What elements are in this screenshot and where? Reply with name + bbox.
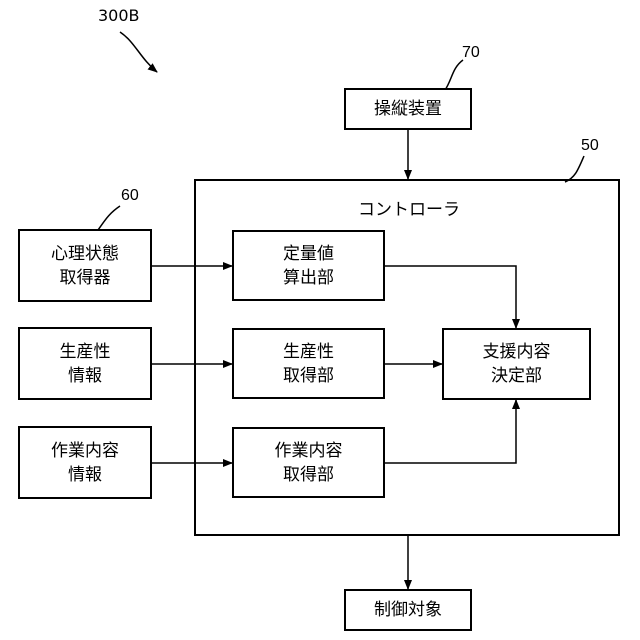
figure-label-pointer — [120, 32, 157, 72]
productivity-info-box: 生産性 情報 — [18, 327, 152, 400]
ref-numeral-70: 70 — [462, 44, 480, 62]
operation-device-label: 操縦装置 — [374, 97, 442, 121]
productivity-acquirer-box: 生産性 取得部 — [232, 328, 385, 399]
work-content-acquirer-box: 作業内容 取得部 — [232, 427, 385, 498]
controller-title: コントローラ — [358, 195, 460, 220]
ref-numeral-60: 60 — [121, 187, 139, 205]
support-content-decider-line-1: 支援内容 — [483, 340, 551, 364]
figure-label: 300B — [98, 6, 140, 25]
work-content-info-line-2: 情報 — [68, 463, 102, 487]
work-content-info-box: 作業内容 情報 — [18, 426, 152, 499]
work-content-acquirer-line-2: 取得部 — [283, 463, 334, 487]
productivity-info-line-1: 生産性 — [60, 340, 111, 364]
productivity-acquirer-line-2: 取得部 — [283, 364, 334, 388]
psych-state-acquirer-line-1: 心理状態 — [51, 242, 119, 266]
productivity-acquirer-line-1: 生産性 — [283, 340, 334, 364]
control-target-box: 制御対象 — [344, 589, 472, 631]
work-content-info-line-1: 作業内容 — [51, 439, 119, 463]
ref-numeral-50: 50 — [581, 137, 599, 155]
work-content-acquirer-line-1: 作業内容 — [275, 439, 343, 463]
quantitative-value-calculator-box: 定量値 算出部 — [232, 230, 385, 301]
quantitative-value-calculator-line-1: 定量値 — [283, 242, 334, 266]
psych-state-acquirer-line-2: 取得器 — [60, 266, 111, 290]
operation-device-box: 操縦装置 — [344, 88, 472, 130]
quantitative-value-calculator-line-2: 算出部 — [283, 266, 334, 290]
ref-70-leader — [445, 60, 463, 90]
support-content-decider-line-2: 決定部 — [491, 364, 542, 388]
support-content-decider-box: 支援内容 決定部 — [442, 328, 591, 400]
ref-60-leader — [98, 206, 120, 230]
productivity-info-line-2: 情報 — [68, 364, 102, 388]
psych-state-acquirer-box: 心理状態 取得器 — [18, 229, 152, 302]
control-target-label: 制御対象 — [374, 598, 442, 622]
